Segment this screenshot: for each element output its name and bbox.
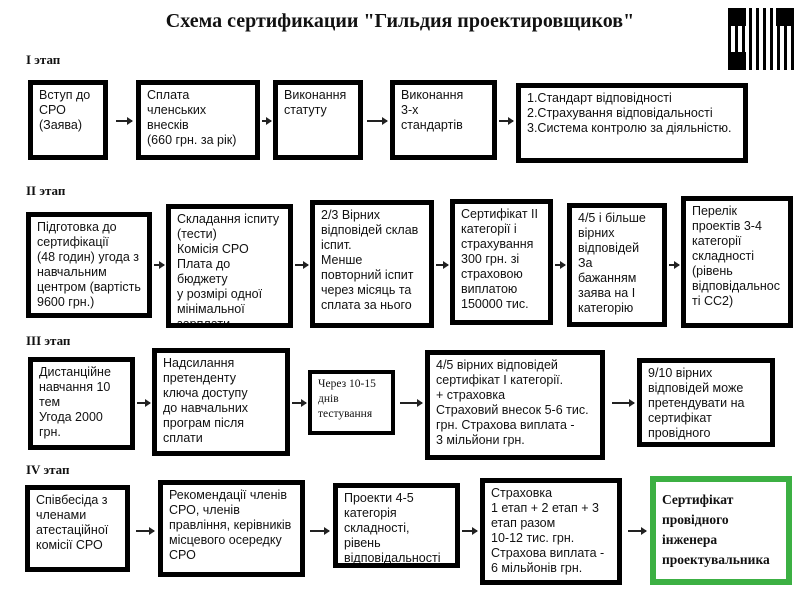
qr-code-icon (728, 8, 794, 70)
stage-2-step-4: Сертифікат II категорії і страхування 30… (450, 199, 553, 325)
stage-3-step-5: 9/10 вірних відповідей може претендувати… (637, 358, 775, 447)
arrow (137, 399, 151, 406)
stage-1-step-2: Сплата членських внесків (660 грн. за рі… (136, 80, 260, 160)
stage-2-label: II этап (26, 183, 66, 198)
stage-4-step-2: Рекомендації членів СРО, членів правлінн… (158, 480, 305, 577)
stage-4-step-1: Співбесіда з членами атестаційної комісі… (25, 485, 130, 572)
arrow (295, 261, 309, 268)
stage-2-step-5: 4/5 і більше вірних відповідей За бажанн… (567, 203, 667, 327)
stage-1-step-4: Виконання 3-х стандартів (390, 80, 497, 160)
arrow (367, 117, 388, 124)
stage-3-step-3: Через 10-15 днів тестування (308, 370, 395, 435)
stage-2-step-6: Перелік проектів 3-4 категорії складност… (681, 196, 793, 328)
arrow (400, 399, 423, 406)
arrow (612, 399, 635, 406)
stage-1-step-5: 1.Стандарт відповідності 2.Страхування в… (516, 83, 748, 163)
stage-4-step-4: Страховка 1 етап + 2 етап + 3 етап разом… (480, 478, 622, 585)
arrow (154, 261, 165, 268)
final-certificate-box: Сертифікат провідного інженера проектува… (650, 476, 792, 585)
stage-2-step-2: Складання іспиту (тести) Комісія СРО Пла… (166, 204, 293, 328)
stage-3-label: III этап (26, 333, 71, 348)
stage-1-label: I этап (26, 52, 61, 67)
arrow (628, 527, 647, 534)
stage-1-step-1: Вступ до СРО (Заява) (28, 80, 108, 160)
arrow (462, 527, 478, 534)
diagram-title: Схема сертификации "Гильдия проектировщи… (165, 10, 635, 32)
stage-1-step-3: Виконання статуту (273, 80, 363, 160)
stage-4-step-3: Проекти 4-5 категорія складності, рівень… (333, 483, 460, 568)
arrow (310, 527, 330, 534)
arrow (136, 527, 155, 534)
arrow (555, 261, 566, 268)
arrow (436, 261, 449, 268)
arrow (292, 399, 307, 406)
stage-3-step-4: 4/5 вірних відповідей сертифікат I катег… (425, 350, 605, 460)
stage-2-step-1: Підготовка до сертифікації (48 годин) уг… (26, 212, 152, 318)
arrow (262, 117, 272, 124)
stage-4-label: IV этап (26, 462, 70, 477)
stage-3-step-1: Дистанційне навчання 10 тем Угода 2000 г… (28, 357, 135, 450)
stage-3-step-2: Надсилання претенденту ключа доступу до … (152, 348, 290, 456)
arrow (116, 117, 133, 124)
arrow (499, 117, 514, 124)
arrow (669, 261, 680, 268)
stage-2-step-3: 2/3 Вірних відповідей склав іспит. Менше… (310, 200, 434, 328)
